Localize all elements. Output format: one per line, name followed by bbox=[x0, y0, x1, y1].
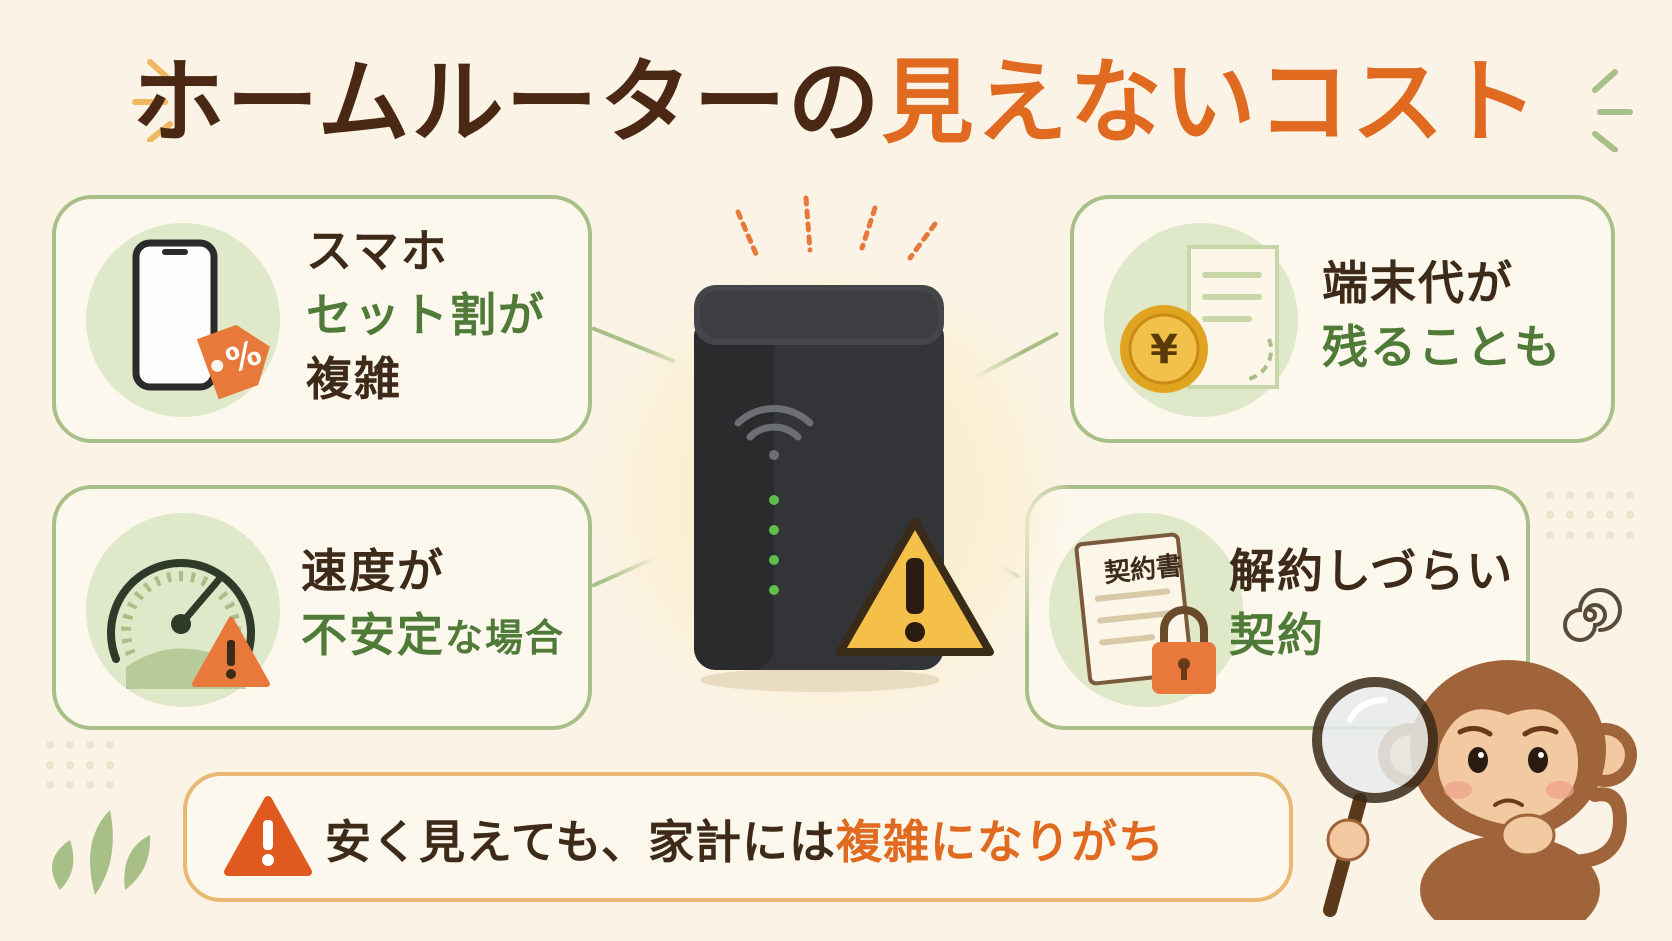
smartphone-icon bbox=[132, 239, 218, 391]
coin-label: ¥ bbox=[1150, 327, 1178, 373]
dots-decoration bbox=[1546, 491, 1634, 539]
banner-text1: 安く見えても、家計には bbox=[325, 815, 837, 869]
warning-icon bbox=[192, 617, 270, 687]
card-device-cost-line1: 端末代が bbox=[1322, 256, 1514, 310]
card-smartphone-text: スマホ セット割が 複雑 bbox=[306, 219, 546, 411]
receipt-icon bbox=[1187, 245, 1279, 389]
leaf-icon bbox=[52, 810, 151, 895]
title-part2: 見えないコスト bbox=[881, 49, 1540, 156]
card-speed-text: 速度が 不安定な場合 bbox=[301, 539, 565, 670]
card-contract: 契約書 解約しづらい 契約 bbox=[1025, 485, 1530, 730]
signal-rays-icon bbox=[735, 195, 938, 261]
card-contract-line2: 契約 bbox=[1229, 608, 1325, 662]
warning-icon-large bbox=[836, 518, 994, 656]
card-contract-text: 解約しづらい 契約 bbox=[1229, 539, 1514, 667]
card-contract-line1: 解約しづらい bbox=[1229, 544, 1515, 598]
monkey-mascot bbox=[1312, 660, 1637, 920]
warning-icon bbox=[224, 796, 312, 876]
title-part1: ホームルーターの bbox=[132, 49, 882, 156]
card-speed-line2b: な場合 bbox=[445, 616, 566, 660]
coin-icon: ¥ bbox=[1120, 305, 1208, 393]
magnifier-icon bbox=[1312, 677, 1438, 917]
price-tag-icon: % bbox=[196, 324, 270, 400]
sparkle-right-icon bbox=[1592, 69, 1633, 152]
padlock-icon bbox=[1152, 606, 1216, 694]
page-title: ホームルーターの見えないコスト bbox=[0, 52, 1672, 153]
card-device-cost-text: 端末代が 残ることも bbox=[1322, 251, 1562, 379]
dots-decoration bbox=[46, 741, 114, 789]
sparkle-left-icon bbox=[132, 59, 173, 142]
card-speed-line2a: 不安定 bbox=[301, 608, 445, 662]
card-device-cost-line2: 残ることも bbox=[1322, 320, 1562, 374]
card-speed-line1: 速度が bbox=[301, 544, 445, 598]
wifi-icon bbox=[734, 405, 814, 460]
confused-swirl-icon bbox=[1563, 588, 1622, 642]
banner-text2: 複雑になりがち bbox=[836, 815, 1166, 869]
card-smartphone-line3: 複雑 bbox=[306, 352, 402, 406]
card-smartphone-line1: スマホ bbox=[306, 224, 449, 278]
card-smartphone-discount: % スマホ セット割が 複雑 bbox=[52, 195, 592, 443]
summary-banner: 安く見えても、家計には複雑になりがち bbox=[183, 772, 1293, 902]
card-smartphone-line2: セット割が bbox=[306, 288, 546, 342]
summary-banner-text: 安く見えても、家計には複雑になりがち bbox=[325, 806, 1165, 872]
card-device-cost: ¥ 端末代が 残ることも bbox=[1070, 195, 1615, 443]
card-speed: 速度が 不安定な場合 bbox=[52, 485, 592, 730]
